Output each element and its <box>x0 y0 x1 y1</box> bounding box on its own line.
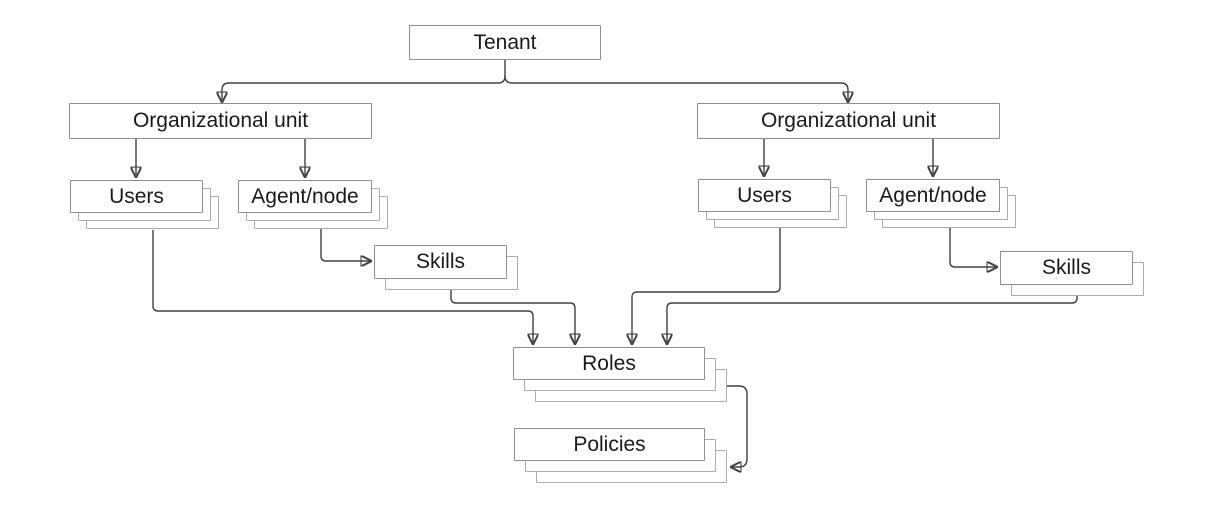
node-label: Skills <box>1041 256 1091 279</box>
node-label: Organizational unit <box>760 109 937 132</box>
node-label: Skills <box>415 250 465 273</box>
policies-box: Policies <box>514 428 705 461</box>
node-skills-right: Skills <box>1000 251 1144 296</box>
skills-left-box: Skills <box>374 245 507 279</box>
node-label: Users <box>109 184 164 208</box>
edge-tenant-org-unit-left <box>222 60 506 100</box>
agent-node-left-box: Agent/node <box>238 180 372 213</box>
node-users-left: Users <box>70 180 219 229</box>
roles-box: Roles <box>513 347 705 380</box>
edge-roles-policies <box>727 385 748 467</box>
edge-agent-node-right-skills-right <box>949 228 995 267</box>
org-unit-right-box: Organizational unit <box>697 103 1000 139</box>
node-skills-left: Skills <box>374 245 518 290</box>
edge-tenant-org-unit-right <box>504 75 848 100</box>
users-right-box: Users <box>698 179 831 212</box>
node-label: Organizational unit <box>132 109 309 132</box>
node-org-unit-left: Organizational unit <box>69 103 372 139</box>
node-roles: Roles <box>513 347 727 402</box>
edge-agent-node-left-skills-left <box>320 229 369 261</box>
node-label: Agent/node <box>251 184 359 208</box>
node-label: Tenant <box>473 30 537 54</box>
node-agent-node-left: Agent/node <box>238 180 388 229</box>
node-agent-node-right: Agent/node <box>866 179 1016 228</box>
node-label: Policies <box>573 432 646 456</box>
agent-node-right-box: Agent/node <box>866 179 1000 212</box>
node-org-unit-right: Organizational unit <box>697 103 1000 139</box>
skills-right-box: Skills <box>1000 251 1133 285</box>
node-users-right: Users <box>698 179 847 228</box>
tenant-box: Tenant <box>409 25 601 60</box>
users-left-box: Users <box>70 180 203 213</box>
edge-users-right-roles <box>632 228 781 342</box>
edge-skills-left-roles <box>450 290 575 342</box>
node-tenant: Tenant <box>409 25 601 60</box>
node-label: Roles <box>582 351 636 375</box>
node-label: Agent/node <box>879 183 987 207</box>
edge-skills-right-roles <box>667 295 1078 342</box>
org-unit-left-box: Organizational unit <box>69 103 372 139</box>
node-policies: Policies <box>514 428 727 483</box>
node-label: Users <box>737 183 792 207</box>
edge-users-left-roles <box>152 230 533 342</box>
